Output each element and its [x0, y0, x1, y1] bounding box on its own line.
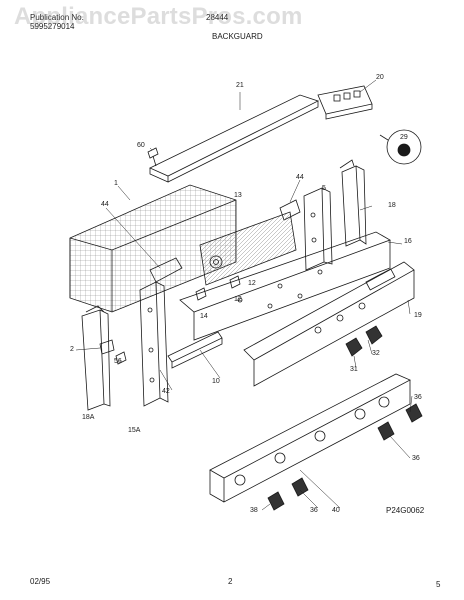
knob-part [345, 325, 383, 357]
publication-number: 5995279014 [30, 22, 75, 31]
lower-bracket-left-part [81, 305, 111, 411]
callout-13: 13 [234, 192, 242, 199]
callout-21: 21 [236, 82, 244, 89]
top-trim-part [149, 94, 320, 183]
clip-part [195, 275, 241, 301]
callout-44-left: 44 [101, 201, 109, 208]
lower-knob-part [267, 403, 423, 511]
section-title: BACKGUARD [212, 32, 263, 41]
callout-32: 32 [372, 350, 380, 357]
callout-18: 18 [388, 202, 396, 209]
bushing-callout [379, 129, 422, 165]
leader-lines [75, 79, 413, 511]
manifold-panel-part [209, 373, 411, 503]
callout-36-lower: 36 [310, 507, 318, 514]
front-panel-part [243, 261, 415, 387]
back-panel-part [69, 184, 237, 313]
callout-60: 60 [137, 142, 145, 149]
diagram-code: P24G0062 [386, 506, 425, 515]
callout-14: 14 [200, 313, 208, 320]
control-frame-part [179, 231, 391, 341]
model-number: 28444 [206, 13, 229, 22]
callout-56: 56 [114, 358, 122, 365]
callout-5: 5 [322, 185, 326, 192]
end-bracket-left-part [139, 281, 169, 407]
callout-31: 31 [350, 366, 358, 373]
footer-date: 02/95 [30, 577, 51, 586]
callout-12-lower: 12 [234, 296, 242, 303]
watermark: AppliancePartsPros.com [14, 3, 303, 30]
callout-36-upper: 36 [414, 394, 422, 401]
callout-1: 1 [114, 180, 118, 187]
callout-12-upper: 12 [248, 280, 256, 287]
small-bracket-part [99, 339, 127, 365]
clock-module-part [317, 85, 373, 120]
callout-44-right: 44 [296, 174, 304, 181]
publication-label: Publication No. [30, 13, 84, 22]
callout-40: 40 [332, 507, 340, 514]
callout-42: 42 [162, 388, 170, 395]
callout-36-right: 36 [412, 455, 420, 462]
end-bracket-right-part [303, 187, 333, 271]
screw-part [147, 147, 159, 167]
callout-19: 19 [414, 312, 422, 319]
callout-18A: 18A [82, 414, 95, 421]
footer-corner-mark: 5 [436, 580, 441, 589]
callout-15A: 15A [128, 427, 141, 434]
callout-20: 20 [376, 74, 384, 81]
callout-38: 38 [250, 507, 258, 514]
page-number: 2 [228, 577, 233, 586]
callout-16: 16 [404, 238, 412, 245]
callout-2: 2 [70, 346, 74, 353]
callout-29: 29 [400, 134, 408, 141]
inner-panel-part [199, 211, 297, 286]
callout-10: 10 [212, 378, 220, 385]
lower-rail-part [167, 331, 223, 369]
rear-bracket-part [339, 159, 367, 247]
